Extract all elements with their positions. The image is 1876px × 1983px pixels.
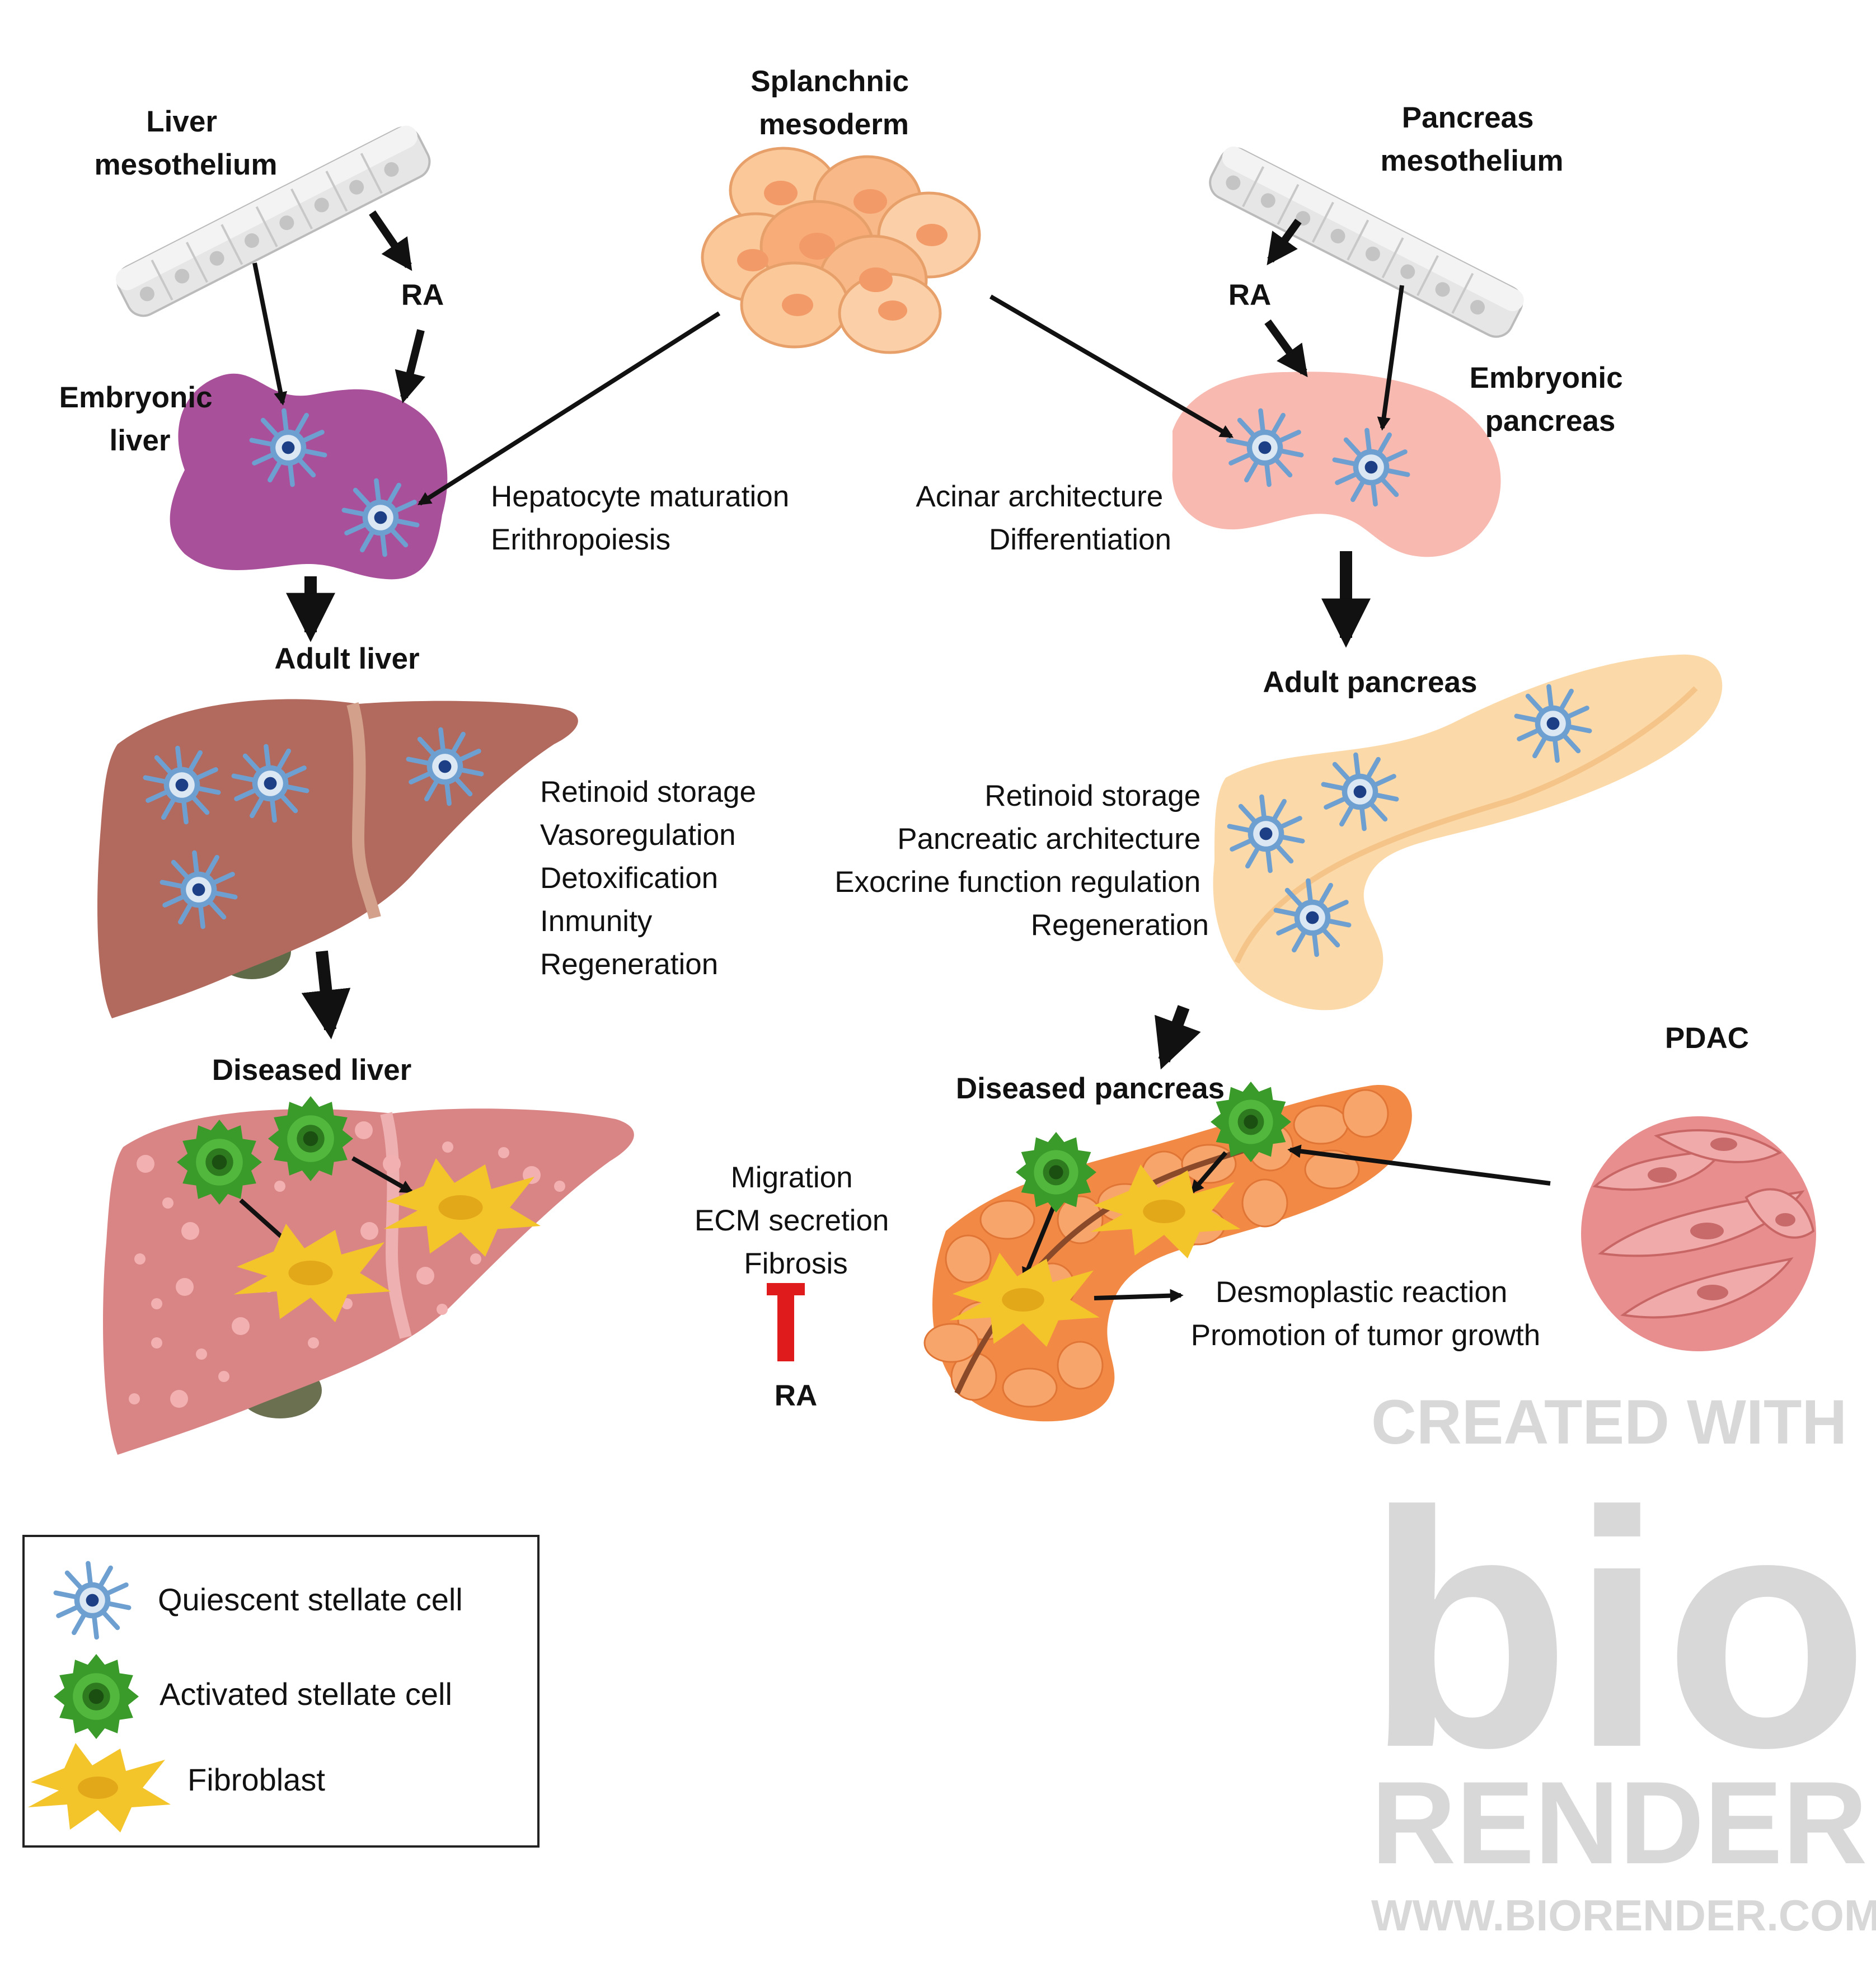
embryonic-pancreas-shape: [1172, 372, 1501, 557]
arrow-mesothelium-to-embryonic-liver: [252, 262, 288, 406]
quiescent-stellate-cell-icon: [1227, 794, 1305, 873]
watermark-logo: bio: [1366, 1442, 1869, 1817]
function-texts: Hepatocyte maturation Erithropoiesis Aci…: [491, 480, 1540, 1352]
embryonic-pancreas-label: Embryonic pancreas: [1470, 361, 1631, 438]
quiescent-stellate-cell-icon: [143, 745, 221, 825]
watermark-line2: RENDER: [1371, 1757, 1868, 1888]
pdac-label: PDAC: [1665, 1022, 1749, 1055]
arrow-activated-to-fibroblast-pancreas-1: [1022, 1202, 1057, 1281]
legend-fibroblast-icon: [28, 1743, 171, 1832]
ra-liver-label: RA: [401, 279, 444, 312]
quiescent-stellate-cell-icon: [249, 408, 327, 487]
embryonic-pancreas-functions: Acinar architecture Differentiation: [916, 480, 1171, 556]
pancreas-mesothelium-strip: [1209, 146, 1524, 338]
quiescent-stellate-cell-icon: [231, 744, 309, 823]
fibroblast-icon: [233, 1224, 391, 1322]
quiescent-stellate-cell-icon: [160, 850, 238, 929]
splanchnic-mesoderm-label: Splanchnic mesoderm: [751, 65, 917, 141]
adult-liver-functions: Retinoid storage Vasoregulation Detoxifi…: [540, 776, 765, 981]
arrow-ra-to-embryonic-liver: [395, 329, 426, 403]
watermark-line1: CREATED WITH: [1371, 1387, 1847, 1457]
quiescent-stellate-cell-icon: [1273, 878, 1352, 957]
activated-stellate-cell-icon: [1016, 1132, 1096, 1213]
legend-label-fibroblast: Fibroblast: [187, 1762, 325, 1797]
labels: Liver mesothelium Splanchnic mesoderm Pa…: [59, 65, 1749, 1412]
arrow-mesoderm-to-embryonic-liver: [417, 311, 721, 506]
adult-liver-label: Adult liver: [274, 642, 419, 675]
quiescent-stellate-cell-icon: [1321, 752, 1399, 831]
arrow-pdac-to-activated-cell: [1287, 1144, 1551, 1186]
fibroblast-icon: [949, 1253, 1100, 1347]
arrow-activated-to-fibroblast-liver-2: [351, 1156, 414, 1194]
arrow-adult-to-diseased-pancreas: [1155, 1005, 1201, 1070]
arrow-mesoderm-to-embryonic-pancreas: [989, 294, 1234, 439]
quiescent-stellate-cell-icon: [341, 478, 420, 557]
legend-label-activated: Activated stellate cell: [160, 1676, 452, 1712]
diseased-pancreas-label: Diseased pancreas: [956, 1072, 1225, 1105]
adult-pancreas-label: Adult pancreas: [1263, 666, 1478, 699]
liver-mesothelium-label: Liver mesothelium: [95, 105, 278, 181]
activated-stellate-cell-icon: [177, 1120, 262, 1205]
quiescent-stellate-cell-icon: [1226, 408, 1304, 487]
arrow-activated-to-fibroblast-pancreas-2: [1190, 1151, 1228, 1194]
activated-stellate-cell-icon: [268, 1096, 353, 1181]
diseased-liver-label: Diseased liver: [212, 1054, 412, 1087]
arrow-ra-to-embryonic-pancreas: [1264, 319, 1308, 378]
adult-liver-shape: [97, 699, 578, 1018]
fibroblast-icon: [1090, 1164, 1241, 1258]
liver-mesothelium-strip: [115, 125, 431, 317]
arrow-adult-to-diseased-liver: [301, 950, 351, 1040]
pancreas-mesothelium-label: Pancreas mesothelium: [1381, 101, 1564, 177]
quiescent-stellate-cell-icon: [1514, 684, 1592, 763]
legend-quiescent-stellate-cell-icon: [53, 1561, 132, 1640]
arrows: [239, 210, 1551, 1303]
arrow-pancreas-mesothelium-to-ra: [1267, 218, 1302, 266]
legend: Quiescent stellate cell Activated stella…: [22, 1535, 540, 1848]
biorender-watermark: CREATED WITH bio RENDER WWW.BIORENDER.CO…: [1366, 1387, 1876, 1940]
ra-inhibit-label: RA: [775, 1379, 818, 1412]
fibroblast-icon: [383, 1158, 541, 1257]
adult-pancreas-duct: [1234, 686, 1698, 964]
splanchnic-mesoderm-cluster: [701, 147, 981, 354]
adult-pancreas-functions: Retinoid storage Pancreatic architecture…: [834, 779, 1209, 942]
pdac-effects: Desmoplastic reaction Promotion of tumor…: [1191, 1276, 1540, 1352]
arrow-liver-mesothelium-to-ra: [369, 210, 412, 271]
embryonic-liver-label: Embryonic liver: [59, 381, 221, 457]
diseased-pancreas-shape: [923, 1085, 1412, 1422]
adult-pancreas-shape: [1213, 654, 1723, 1011]
ra-inhibition-symbol: [767, 1283, 805, 1361]
quiescent-stellate-cell-icon: [1332, 427, 1410, 507]
legend-label-quiescent: Quiescent stellate cell: [158, 1582, 463, 1617]
pdac-cluster: [1581, 1116, 1816, 1351]
legend-activated-stellate-cell-icon: [54, 1654, 139, 1739]
embryonic-liver-functions: Hepatocyte maturation Erithropoiesis: [491, 480, 798, 556]
watermark-url: WWW.BIORENDER.COM: [1371, 1891, 1876, 1940]
arrow-fibroblast-to-effects: [1094, 1289, 1184, 1303]
arrow-mesothelium-to-embryonic-pancreas: [1377, 285, 1404, 431]
ra-pancreas-label: RA: [1228, 279, 1272, 312]
quiescent-stellate-cell-icon: [406, 727, 484, 806]
activated-stellate-cell-icon: [1211, 1082, 1291, 1162]
activation-functions: Migration ECM secretion Fibrosis: [695, 1161, 897, 1280]
